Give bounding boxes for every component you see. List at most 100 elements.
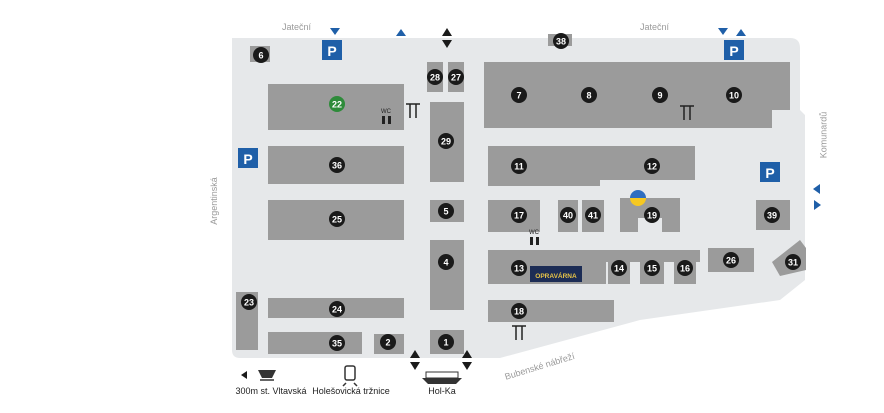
building-number: 36	[332, 161, 342, 171]
building-number: 18	[514, 307, 524, 317]
opravarna-label: OPRAVÁRNA	[535, 271, 577, 280]
arrow-icon	[718, 28, 728, 35]
wc-label: WC	[529, 230, 540, 236]
parking-icon[interactable]: P	[760, 162, 780, 182]
building-marker-25[interactable]: 25	[329, 211, 345, 227]
parking-icon[interactable]: P	[724, 40, 744, 60]
toilet-icon	[530, 237, 539, 245]
street-argentinska: Argentinská	[208, 177, 219, 225]
arrow-icon	[241, 371, 247, 379]
street-jatecni-right: Jateční	[640, 22, 670, 32]
building-marker-9[interactable]: 9	[652, 87, 668, 103]
building-marker-40[interactable]: 40	[560, 207, 576, 223]
legend-trznice: Holešovická tržnice	[306, 366, 396, 406]
ukraine-flag-icon	[630, 190, 646, 206]
building-35[interactable]	[268, 332, 362, 354]
building-number: 24	[332, 305, 342, 315]
building-number: 5	[443, 207, 448, 217]
building-number: 40	[563, 211, 573, 221]
building-marker-6[interactable]: 6	[253, 47, 269, 63]
arrow-icon	[442, 28, 452, 36]
building-marker-26[interactable]: 26	[723, 252, 739, 268]
legend-vltavska: 300m st. Vltavská	[226, 366, 316, 406]
building-marker-38[interactable]: 38	[553, 33, 569, 49]
building-4[interactable]	[430, 240, 464, 310]
building-marker-1[interactable]: 1	[438, 334, 454, 350]
building-marker-11[interactable]: 11	[511, 158, 527, 174]
boat-icon	[422, 371, 462, 384]
building-11-12[interactable]	[488, 146, 695, 186]
restaurant-icon	[680, 105, 694, 120]
building-number: 38	[556, 37, 566, 47]
building-number: 27	[451, 73, 461, 83]
building-number: 2	[385, 338, 390, 348]
arrow-icon	[813, 184, 820, 194]
restaurant-icon	[512, 325, 526, 340]
restaurant-icon	[406, 103, 420, 118]
building-marker-8[interactable]: 8	[581, 87, 597, 103]
building-18[interactable]	[488, 300, 614, 322]
street-komunardu: Komunardů	[818, 111, 829, 159]
parking-icon[interactable]: P	[238, 148, 258, 168]
building-marker-36[interactable]: 36	[329, 157, 345, 173]
parking-icon[interactable]: P	[322, 40, 342, 60]
building-marker-27[interactable]: 27	[448, 69, 464, 85]
building-marker-29[interactable]: 29	[438, 133, 454, 149]
opravarna-sign	[530, 266, 582, 282]
building-marker-7[interactable]: 7	[511, 87, 527, 103]
building-number: 35	[332, 339, 342, 349]
building-number: 4	[443, 258, 448, 268]
building-marker-5[interactable]: 5	[438, 203, 454, 219]
building-marker-17[interactable]: 17	[511, 207, 527, 223]
building-number: 10	[729, 91, 739, 101]
building-marker-12[interactable]: 12	[644, 158, 660, 174]
building-marker-22[interactable]: 22	[329, 96, 345, 112]
building-number: 8	[586, 91, 591, 101]
building-marker-35[interactable]: 35	[329, 335, 345, 351]
building-number: 29	[441, 137, 451, 147]
building-marker-19[interactable]: 19	[644, 207, 660, 223]
building-number: 12	[647, 162, 657, 172]
building-number: 15	[647, 264, 657, 274]
street-jatecni-left: Jateční	[282, 22, 312, 32]
wc-label: WC	[381, 109, 392, 115]
building-marker-41[interactable]: 41	[585, 207, 601, 223]
building-number: 11	[514, 162, 524, 172]
tram-icon	[342, 365, 358, 387]
building-marker-18[interactable]: 18	[511, 303, 527, 319]
building-7-10[interactable]	[484, 62, 790, 128]
building-number: 14	[614, 264, 624, 274]
arrow-icon	[814, 200, 821, 210]
arrow-icon	[396, 29, 406, 36]
building-marker-28[interactable]: 28	[427, 69, 443, 85]
building-number: 1	[443, 338, 448, 348]
building-marker-2[interactable]: 2	[380, 334, 396, 350]
building-number: 26	[726, 256, 736, 266]
legend-holka: Hol-Ka	[412, 366, 472, 406]
arrow-icon	[462, 350, 472, 358]
building-number: 19	[647, 211, 657, 221]
building-marker-10[interactable]: 10	[726, 87, 742, 103]
building-marker-4[interactable]: 4	[438, 254, 454, 270]
train-icon	[258, 370, 276, 381]
building-marker-24[interactable]: 24	[329, 301, 345, 317]
building-number: 23	[244, 298, 254, 308]
building-number: 17	[514, 211, 524, 221]
building-marker-16[interactable]: 16	[677, 260, 693, 276]
building-marker-31[interactable]: 31	[785, 254, 801, 270]
arrow-icon	[330, 28, 340, 35]
building-marker-13[interactable]: 13	[511, 260, 527, 276]
building-number: 41	[588, 211, 598, 221]
toilet-icon	[382, 116, 391, 124]
arrow-icon	[410, 350, 420, 358]
svg-text:P: P	[243, 151, 252, 167]
building-number: 16	[680, 264, 690, 274]
legend-vltavska-label: 300m st. Vltavská	[235, 386, 307, 396]
arrow-icon	[462, 362, 472, 370]
building-number: 7	[516, 91, 521, 101]
building-marker-39[interactable]: 39	[764, 207, 780, 223]
building-marker-23[interactable]: 23	[241, 294, 257, 310]
building-marker-15[interactable]: 15	[644, 260, 660, 276]
building-marker-14[interactable]: 14	[611, 260, 627, 276]
